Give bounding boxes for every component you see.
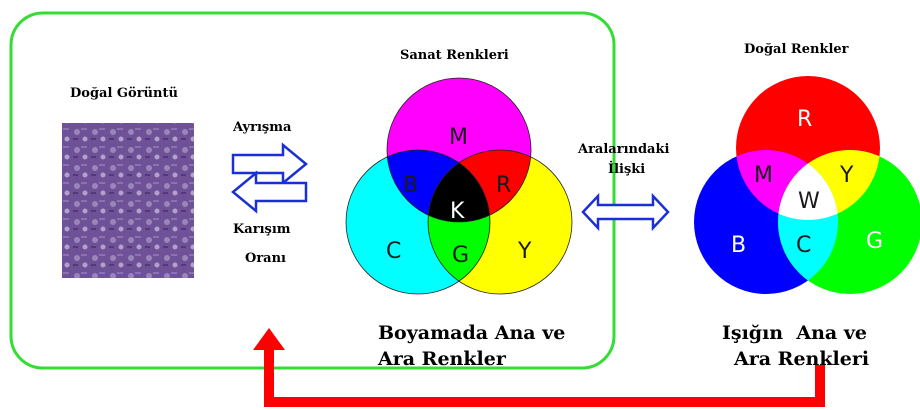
decomposition-arrow-icon bbox=[231, 142, 308, 186]
art-letter-g: G bbox=[452, 243, 469, 268]
natural-colors-venn bbox=[694, 76, 920, 294]
natural-colors-caption-line1: Işığın Ana ve bbox=[722, 322, 867, 344]
feedback-arrow-icon bbox=[253, 328, 825, 407]
art-letter-r: R bbox=[496, 173, 511, 198]
art-colors-caption-line1: Boyamada Ana ve bbox=[378, 322, 566, 344]
natural-colors-caption-line2: Ara Renkleri bbox=[734, 348, 870, 370]
green-frame bbox=[9, 11, 616, 370]
natural-letter-m: M bbox=[754, 163, 773, 188]
art-letter-b: B bbox=[403, 173, 418, 198]
relation-arrow-icon bbox=[581, 192, 670, 232]
natural-letter-b: B bbox=[731, 233, 746, 258]
decomposition-label: Ayrışma bbox=[233, 120, 292, 135]
mixing-label: Karışım bbox=[233, 222, 291, 237]
art-letter-y: Y bbox=[517, 239, 532, 264]
natural-letter-g: G bbox=[866, 229, 883, 254]
natural-letter-w: W bbox=[798, 189, 820, 214]
natural-letter-r: R bbox=[797, 107, 812, 132]
natural-colors-title: Doğal Renkler bbox=[744, 42, 849, 57]
art-colors-caption-line2: Ara Renkler bbox=[378, 348, 506, 370]
natural-image-texture bbox=[62, 123, 194, 278]
natural-letter-y: Y bbox=[839, 163, 854, 188]
natural-image-title: Doğal Görüntü bbox=[70, 86, 178, 101]
natural-letter-c: C bbox=[796, 233, 811, 258]
relation-label-line2: İlişki bbox=[608, 162, 646, 177]
art-letter-c: C bbox=[386, 239, 401, 264]
art-letter-m: M bbox=[449, 125, 468, 150]
relation-label-line1: Aralarındaki bbox=[578, 142, 670, 157]
art-colors-title: Sanat Renkleri bbox=[400, 48, 509, 63]
ratio-label: Oranı bbox=[245, 251, 286, 266]
art-colors-venn bbox=[345, 77, 573, 295]
mixing-arrow-icon bbox=[231, 170, 308, 214]
art-letter-k: K bbox=[450, 199, 465, 224]
